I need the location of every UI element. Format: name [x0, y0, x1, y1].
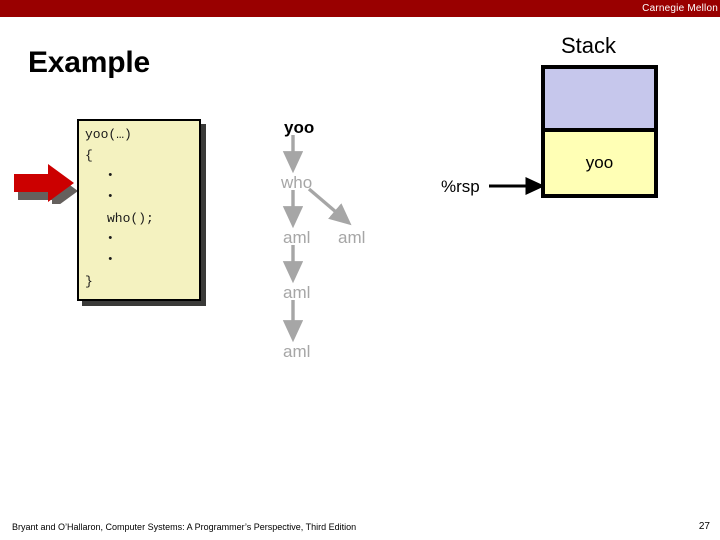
call-node-aml-3: aml: [283, 342, 311, 361]
code-line: •: [107, 170, 114, 182]
stack-cell-yoo: yoo: [545, 132, 654, 194]
call-tree-branch-arrow: [307, 187, 352, 226]
code-line: •: [107, 233, 114, 245]
rsp-label: %rsp: [441, 177, 480, 196]
call-tree-arrows: [282, 135, 304, 343]
code-line: •: [107, 254, 114, 266]
code-line-who-call: who();: [107, 211, 154, 226]
rsp-pointer-arrow-icon: [489, 177, 545, 195]
footer-page-number: 27: [698, 521, 710, 532]
code-line: yoo(…): [85, 127, 132, 142]
call-node-who: who: [281, 173, 313, 192]
code-box: yoo(…) { • • who(); • • }: [77, 119, 201, 301]
stack-caption: Stack: [561, 33, 617, 58]
call-node-yoo: yoo: [284, 118, 315, 137]
red-pointer-arrow-icon: [8, 162, 78, 210]
call-node-aml-1: aml: [283, 228, 311, 247]
code-line: {: [85, 148, 93, 163]
code-line: •: [107, 191, 114, 203]
stack-cell-empty: [545, 69, 654, 132]
code-line: }: [85, 274, 93, 289]
call-node-aml-2: aml: [283, 283, 311, 302]
call-node-aml-branch: aml: [338, 228, 366, 247]
header-banner: [0, 0, 720, 17]
footer-citation: Bryant and O’Hallaron, Computer Systems:…: [12, 522, 357, 532]
code-listing: yoo(…) { • • who(); • • }: [85, 124, 154, 292]
page-title: Example: [28, 46, 150, 79]
stack-cell-label: yoo: [585, 153, 614, 172]
stack-diagram: yoo: [541, 65, 658, 198]
brand-label: Carnegie Mellon: [642, 3, 718, 14]
